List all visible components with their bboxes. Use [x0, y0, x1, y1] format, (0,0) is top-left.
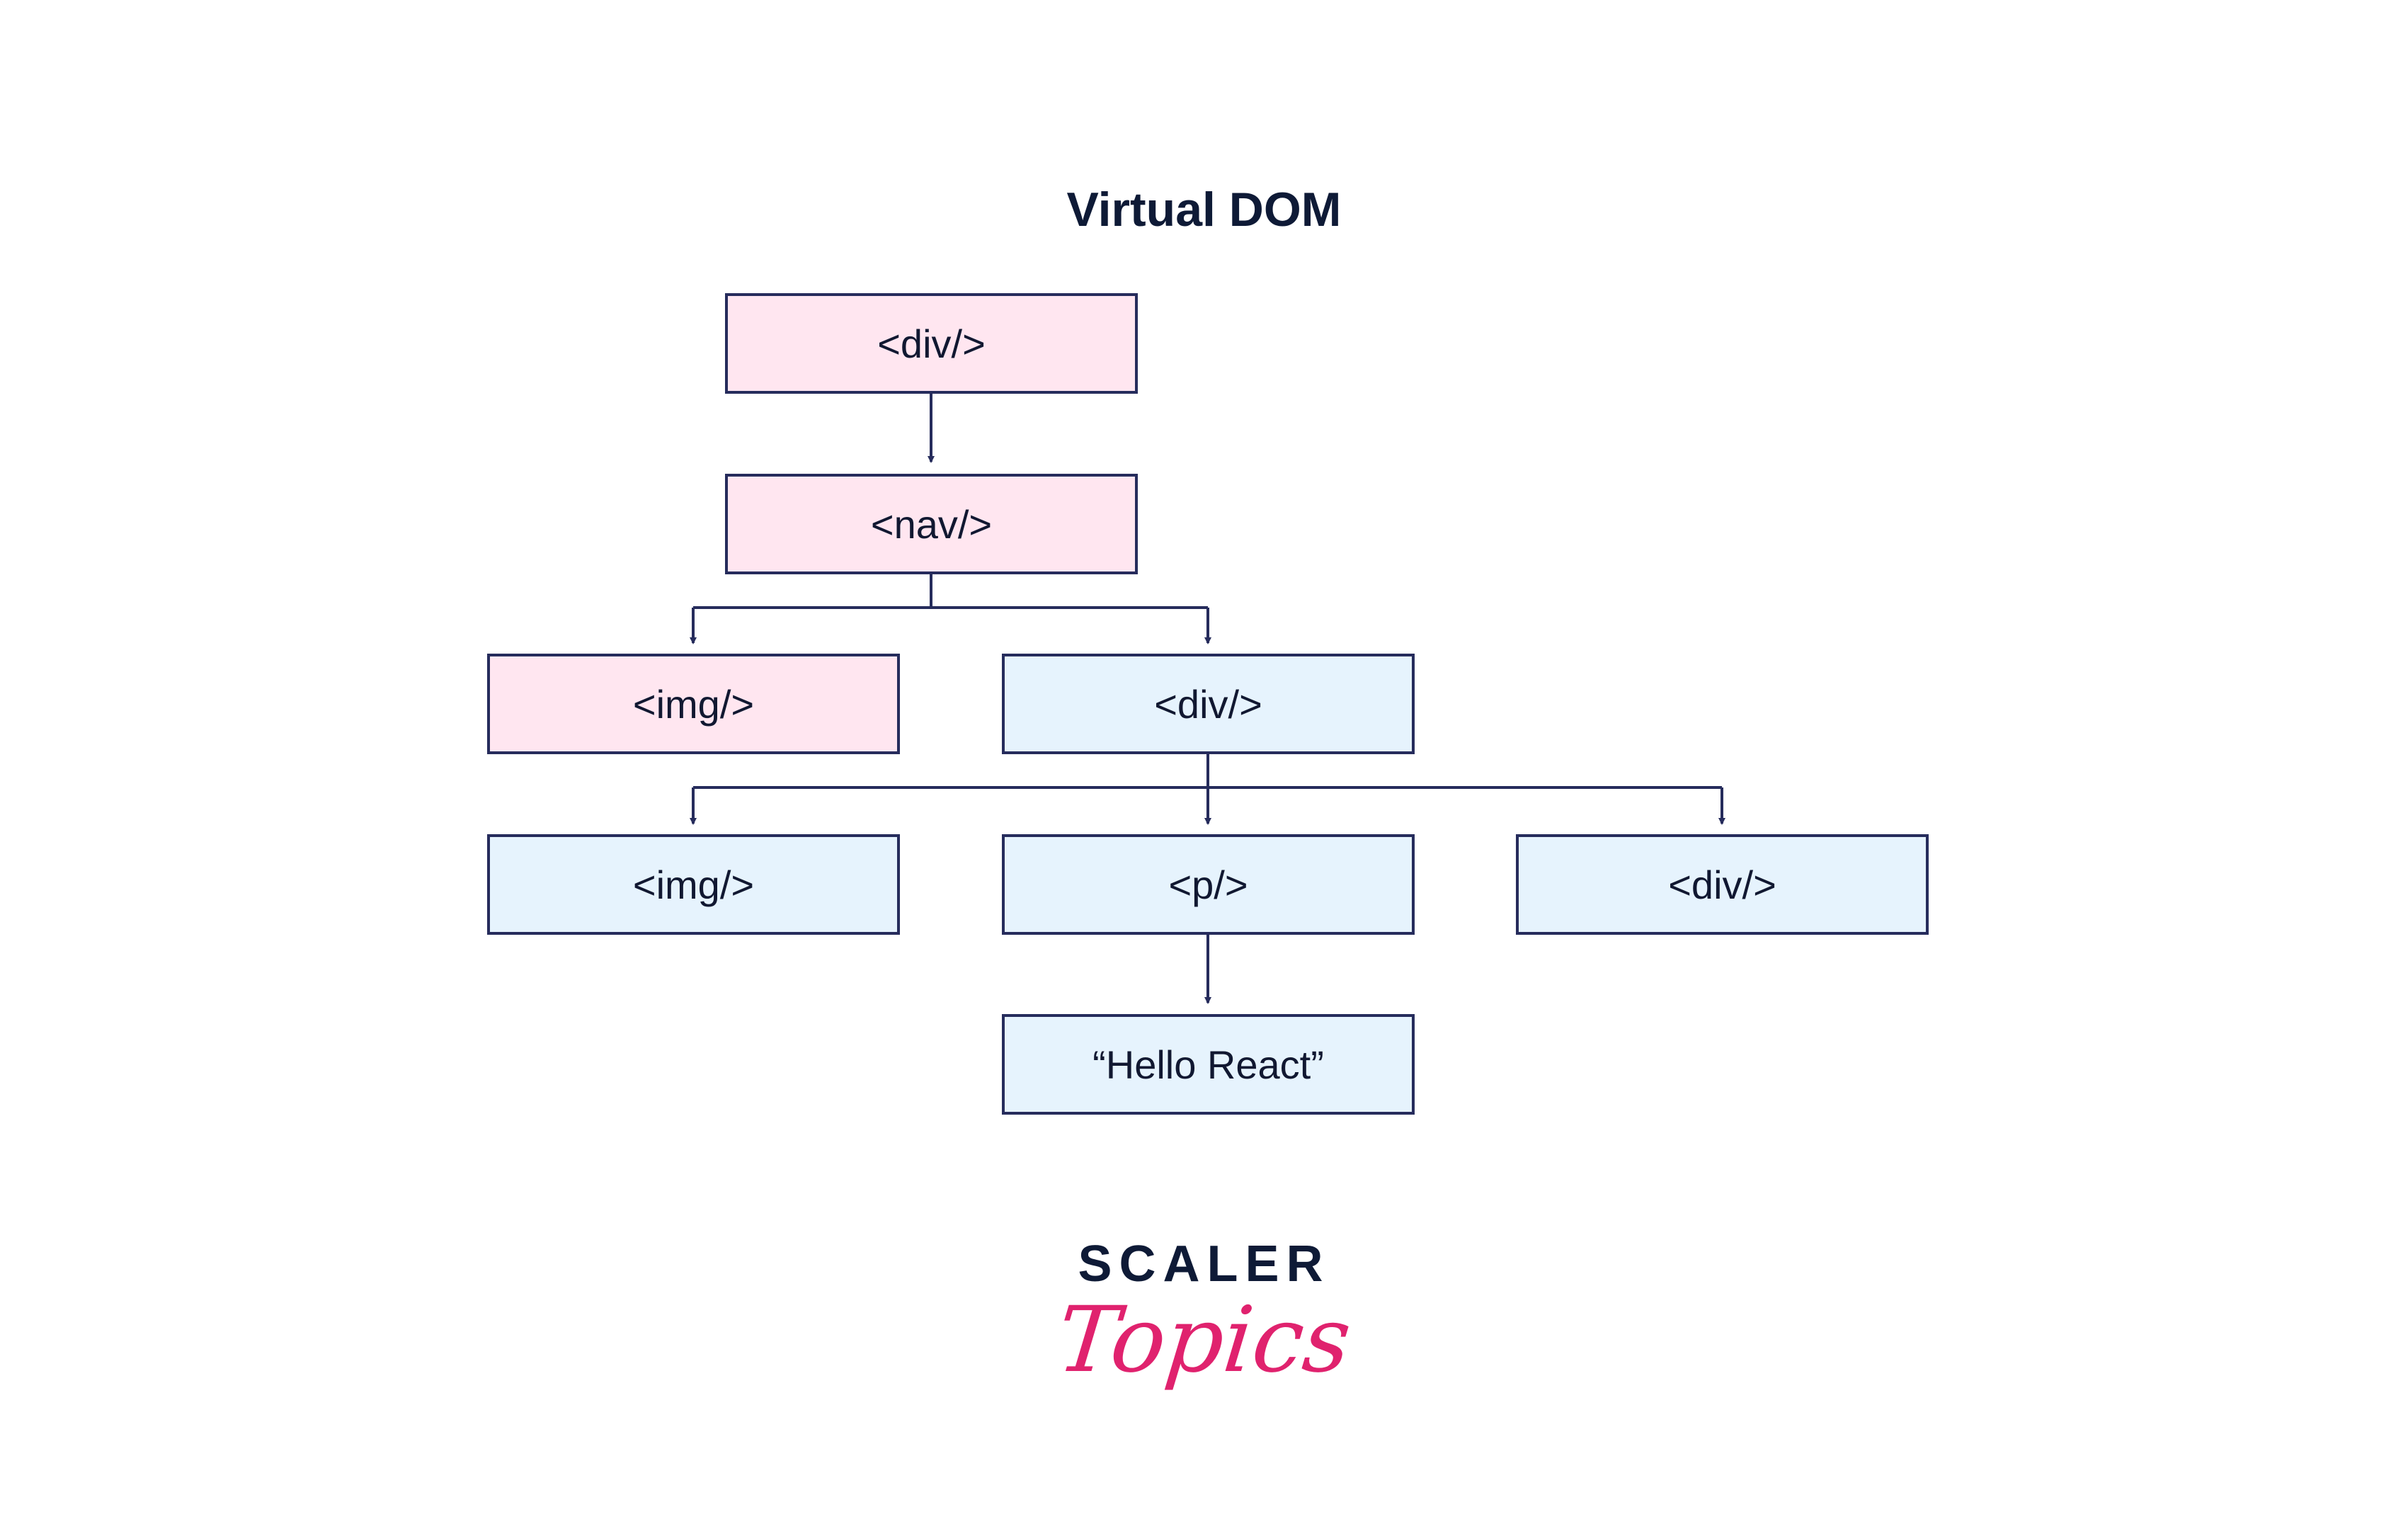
- node-root-div: <div/>: [725, 293, 1138, 394]
- node-p: <p/>: [1002, 834, 1415, 935]
- node-img-old: <img/>: [487, 654, 900, 754]
- logo-wordmark: SCALER: [1078, 1236, 1330, 1292]
- node-text-hello-react: “Hello React”: [1002, 1014, 1415, 1115]
- node-div-right: <div/>: [1516, 834, 1929, 935]
- node-div-mid: <div/>: [1002, 654, 1415, 754]
- node-img-new: <img/>: [487, 834, 900, 935]
- diagram-title: Virtual DOM: [1066, 183, 1342, 237]
- scaler-topics-logo: SCALER Topics: [0, 1232, 2408, 1416]
- node-nav: <nav/>: [725, 474, 1138, 574]
- logo-script: Topics: [1052, 1287, 1356, 1393]
